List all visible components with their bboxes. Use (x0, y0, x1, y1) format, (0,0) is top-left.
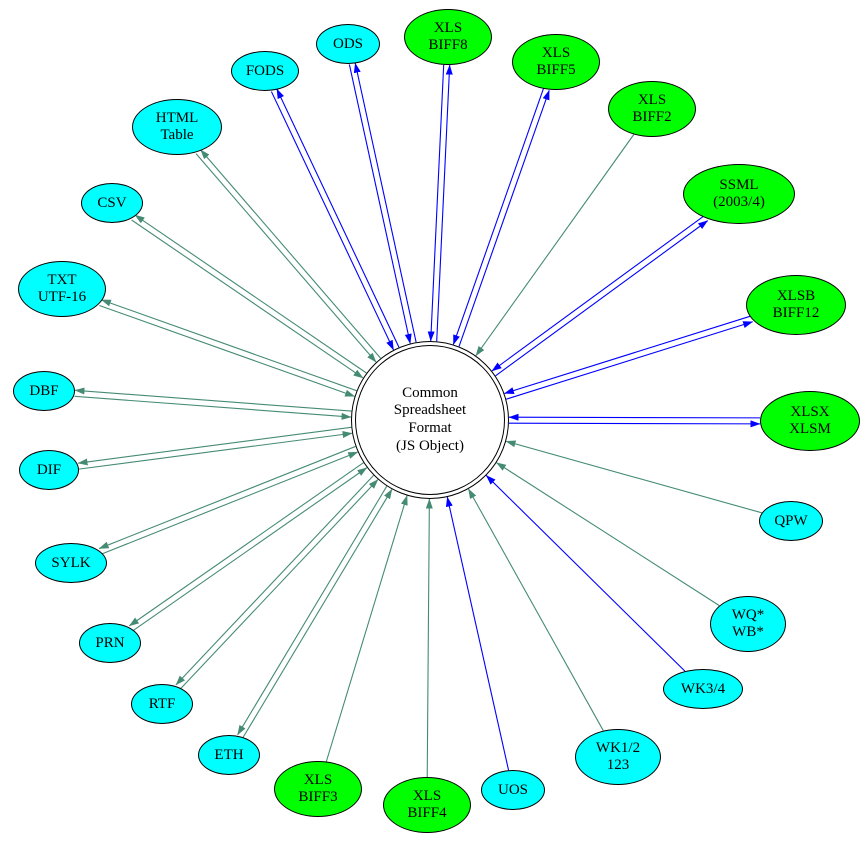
format-node-label: XLS BIFF4 (407, 788, 447, 821)
format-node-dif: DIF (19, 450, 79, 490)
edge-qpw-to-center (505, 440, 762, 514)
format-node-xls-biff4: XLS BIFF4 (383, 777, 471, 833)
format-node-dbf: DBF (13, 371, 75, 411)
format-node-xls-biff3: XLS BIFF3 (274, 761, 362, 817)
edge-rtf-from-center (175, 475, 374, 686)
edge-wk12-123-to-center (468, 488, 604, 731)
edge-xls-biff5-from-center (458, 89, 550, 347)
format-node-xlsb: XLSB BIFF12 (746, 275, 846, 335)
format-node-wq-wb: WQ* WB* (710, 596, 786, 652)
format-node-label: QPW (774, 512, 808, 529)
edge-csv-from-center (134, 214, 367, 374)
edge-xls-biff8-from-center (436, 64, 453, 342)
edge-eth-to-center (242, 488, 393, 739)
edge-xlsx-to-center (508, 413, 761, 421)
format-node-xls-biff8: XLS BIFF8 (404, 9, 492, 65)
edge-sylk-from-center (98, 445, 356, 550)
format-node-csv: CSV (81, 183, 143, 223)
format-node-label: XLS BIFF3 (298, 772, 338, 805)
edge-wk34-to-center (485, 475, 686, 672)
format-node-label: WQ* WB* (731, 607, 765, 640)
edge-uos-to-center (445, 496, 510, 771)
format-node-fods: FODS (231, 51, 299, 91)
edge-xlsb-from-center (506, 321, 754, 400)
format-node-wk12-123: WK1/2 123 (575, 729, 661, 785)
format-node-label: XLSX XLSM (789, 404, 831, 437)
edge-dif-to-center (78, 431, 353, 470)
format-node-label: HTML Table (155, 110, 199, 143)
format-node-label: XLSB BIFF12 (772, 288, 820, 321)
format-node-ssml: SSML (2003/4) (683, 164, 795, 224)
edge-xls-biff4-to-center (425, 498, 433, 778)
format-node-rtf: RTF (131, 684, 193, 724)
edge-dif-from-center (77, 426, 352, 466)
edge-ssml-to-center (491, 215, 705, 372)
format-node-html-table: HTML Table (132, 99, 222, 155)
format-node-label: SSML (2003/4) (713, 177, 765, 210)
edge-txt-utf16-from-center (100, 299, 357, 392)
edge-xls-biff8-to-center (427, 64, 445, 342)
edge-csv-to-center (131, 219, 364, 379)
format-node-eth: ETH (198, 735, 260, 775)
edge-xls-biff2-to-center (475, 134, 635, 357)
edge-xlsx-from-center (508, 420, 761, 428)
edge-ssml-from-center (495, 220, 709, 377)
format-node-uos: UOS (481, 770, 545, 810)
format-node-qpw: QPW (759, 501, 823, 541)
format-node-sylk: SYLK (35, 543, 107, 583)
format-node-txt-utf16: TXT UTF-16 (18, 261, 106, 317)
format-node-label: UOS (497, 781, 528, 798)
edge-html-table-to-center (195, 153, 377, 363)
edge-html-table-from-center (200, 149, 382, 359)
format-node-label: FODS (245, 62, 285, 79)
format-node-label: PRN (95, 634, 125, 651)
format-node-label: XLS BIFF5 (536, 45, 576, 78)
format-node-label: SYLK (51, 554, 91, 571)
format-node-label: XLS BIFF8 (428, 20, 468, 53)
format-node-label: TXT UTF-16 (37, 272, 87, 305)
edge-eth-from-center (237, 485, 388, 736)
edge-fods-to-center (270, 91, 395, 351)
edge-fods-from-center (276, 88, 400, 348)
format-node-xls-biff2: XLS BIFF2 (608, 81, 696, 137)
format-node-label: DBF (29, 382, 59, 399)
format-node-label: DIF (36, 461, 62, 478)
edge-prn-from-center (128, 462, 364, 627)
edge-sylk-to-center (101, 451, 359, 555)
edge-xls-biff5-to-center (452, 88, 545, 345)
edge-xlsb-to-center (503, 315, 751, 394)
edge-ods-from-center (353, 62, 417, 343)
format-node-label: CSV (97, 194, 127, 211)
format-node-label: ETH (214, 746, 244, 763)
edge-wq-wb-to-center (496, 462, 720, 607)
format-node-prn: PRN (79, 623, 141, 663)
edge-rtf-to-center (179, 479, 379, 690)
format-node-xlsx: XLSX XLSM (760, 391, 860, 451)
edge-dbf-to-center (74, 395, 352, 420)
format-node-label: RTF (148, 695, 176, 712)
edge-ods-to-center (348, 64, 412, 344)
format-node-label: XLS BIFF2 (632, 92, 672, 125)
center-node-label: Common Spreadsheet Format (JS Object) (393, 384, 467, 454)
edge-prn-to-center (132, 467, 368, 632)
edge-txt-utf16-to-center (99, 304, 356, 397)
format-node-label: WK3/4 (680, 680, 726, 697)
edge-dbf-from-center (74, 387, 352, 412)
format-node-label: ODS (332, 35, 363, 52)
edge-xls-biff3-to-center (325, 495, 408, 762)
format-node-ods: ODS (316, 24, 380, 64)
format-node-label: WK1/2 123 (595, 740, 641, 773)
center-node-common-spreadsheet-format: Common Spreadsheet Format (JS Object) (351, 341, 509, 499)
format-node-xls-biff5: XLS BIFF5 (512, 34, 600, 90)
format-node-wk34: WK3/4 (663, 669, 743, 709)
